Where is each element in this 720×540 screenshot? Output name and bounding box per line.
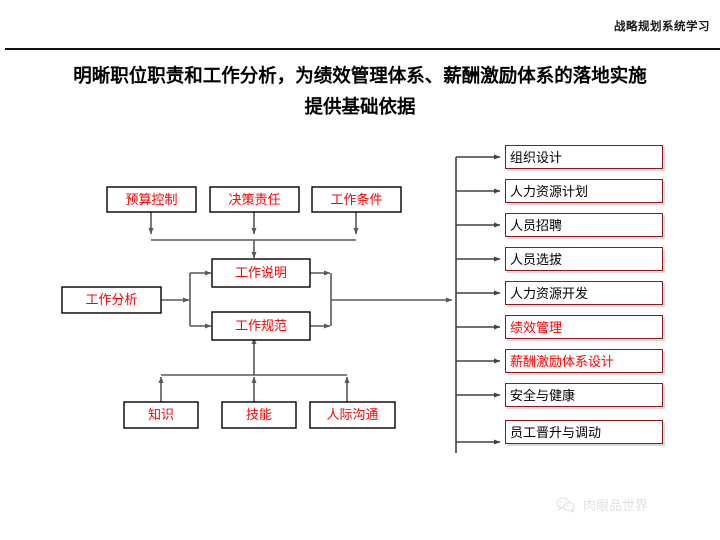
connector-group-top <box>148 212 359 259</box>
diagram-box-knowledge[interactable]: 知识 <box>123 401 199 429</box>
diagram-box-work-conditions[interactable]: 工作条件 <box>311 186 402 213</box>
diagram-box-label: 技能 <box>246 407 272 422</box>
outcome-item-4[interactable]: 人员选拔 <box>505 247 663 271</box>
outcome-item-9[interactable]: 员工晋升与调动 <box>505 420 663 444</box>
diagram-box-job-analysis[interactable]: 工作分析 <box>61 286 162 314</box>
connector-group-bottom <box>158 337 350 402</box>
watermark: 肉眼品世界 <box>556 495 648 514</box>
outcome-item-3[interactable]: 人员招聘 <box>505 213 663 237</box>
outcome-item-5[interactable]: 人力资源开发 <box>505 281 663 305</box>
outcome-item-label: 人员选拔 <box>510 251 563 267</box>
outcome-item-label: 人力资源开发 <box>510 285 589 301</box>
diagram-box-budget-control[interactable]: 预算控制 <box>106 186 197 213</box>
connector-group-merge <box>310 270 453 329</box>
diagram-box-decision-responsibility[interactable]: 决策责任 <box>209 186 300 213</box>
diagram-box-job-description[interactable]: 工作说明 <box>211 258 311 288</box>
outcome-item-label: 人员招聘 <box>510 217 563 233</box>
diagram-box-skill[interactable]: 技能 <box>221 401 297 429</box>
header-divider <box>5 48 720 50</box>
page-title-line-2: 提供基础依据 <box>304 96 416 117</box>
outcome-item-label: 薪酬激励体系设计 <box>510 353 615 369</box>
outcome-item-6[interactable]: 绩效管理 <box>505 315 663 339</box>
outcome-item-1[interactable]: 组织设计 <box>505 145 663 169</box>
diagram-box-label: 工作规范 <box>235 318 287 333</box>
diagram-box-label: 工作分析 <box>85 292 137 307</box>
diagram-box-label: 知识 <box>148 407 174 422</box>
page-title: 明晰职位职责和工作分析，为绩效管理体系、薪酬激励体系的落地实施 提供基础依据 <box>40 60 680 122</box>
connector-trunk-fanout <box>455 154 501 453</box>
outcome-list: 组织设计 人力资源计划 人员招聘 人员选拔 人力资源开发 绩效管理 薪酬激励体系… <box>505 145 663 454</box>
diagram-box-interpersonal-communication[interactable]: 人际沟通 <box>309 401 396 429</box>
outcome-item-label: 人力资源计划 <box>510 183 589 199</box>
watermark-text: 肉眼品世界 <box>583 498 649 513</box>
diagram-box-label: 工作说明 <box>235 265 287 280</box>
outcome-item-label: 安全与健康 <box>510 387 576 403</box>
wechat-icon <box>556 497 576 513</box>
outcome-item-label: 组织设计 <box>510 149 563 165</box>
diagram-box-label: 人际沟通 <box>326 407 378 422</box>
page-title-line-1: 明晰职位职责和工作分析，为绩效管理体系、薪酬激励体系的落地实施 <box>73 65 647 86</box>
outcome-item-7[interactable]: 薪酬激励体系设计 <box>505 349 663 373</box>
connector-group-left <box>161 270 212 329</box>
diagram-box-label: 决策责任 <box>228 192 280 207</box>
outcome-item-2[interactable]: 人力资源计划 <box>505 179 663 203</box>
outcome-item-8[interactable]: 安全与健康 <box>505 383 663 407</box>
diagram-box-label: 预算控制 <box>125 192 177 207</box>
header-label: 战略规划系统学习 <box>614 21 710 33</box>
outcome-item-label: 绩效管理 <box>510 319 563 335</box>
outcome-item-label: 员工晋升与调动 <box>510 424 602 440</box>
diagram-box-job-specification[interactable]: 工作规范 <box>211 311 311 341</box>
diagram-box-label: 工作条件 <box>330 192 382 207</box>
